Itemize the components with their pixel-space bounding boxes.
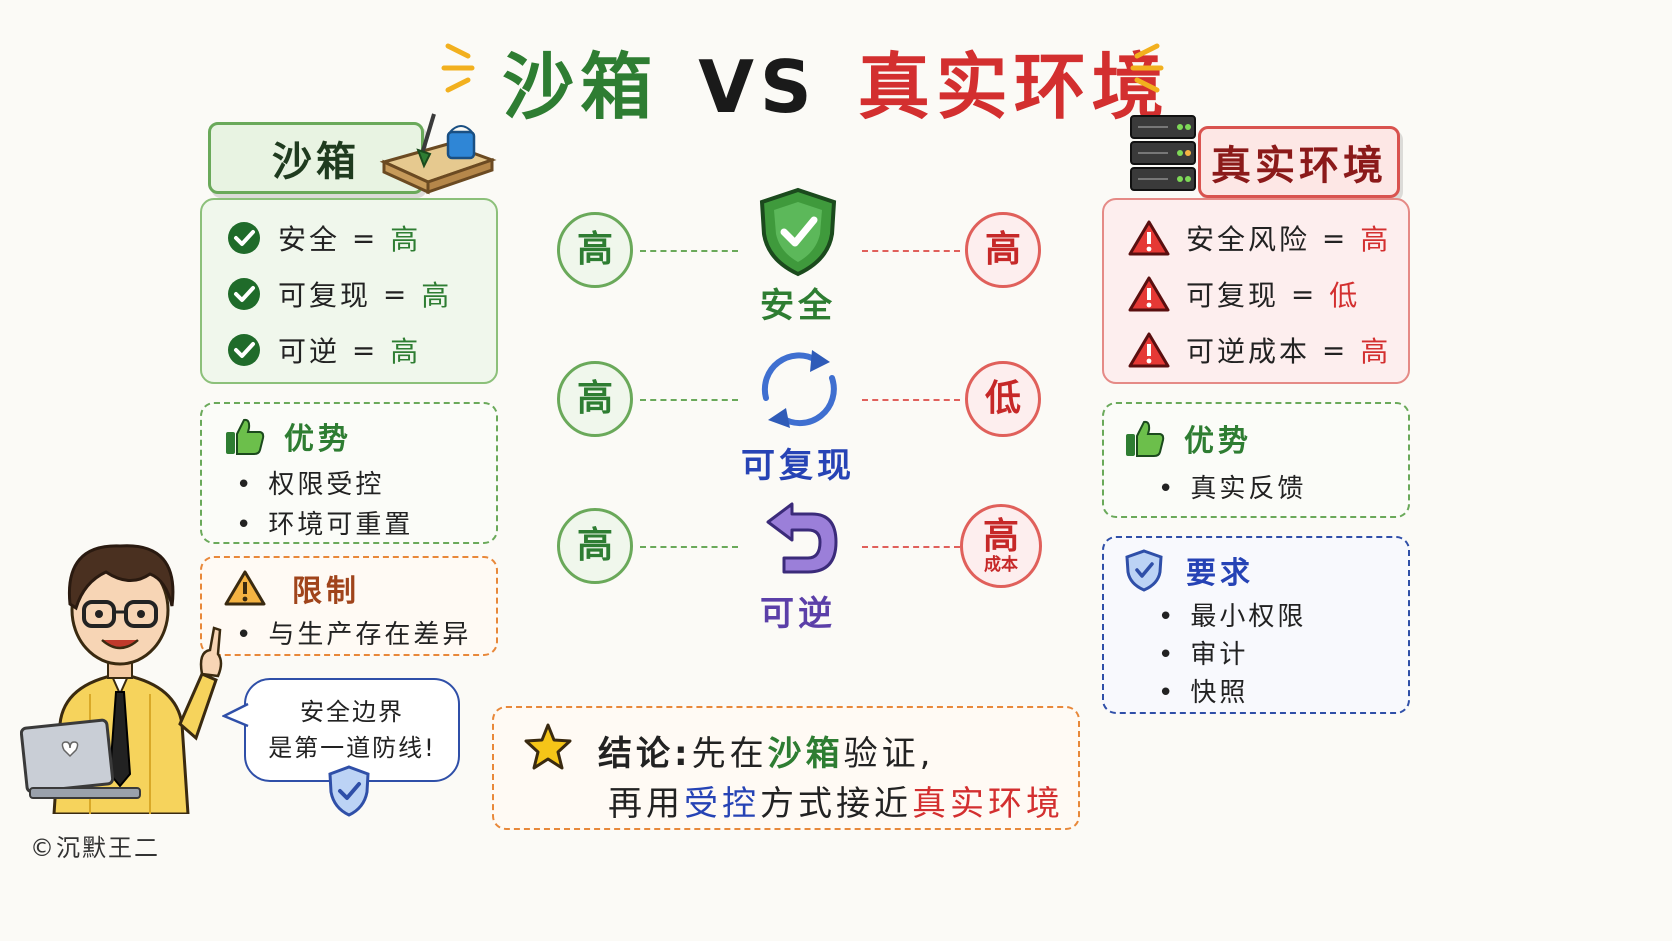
sandbox-reversible-circle: 高 <box>557 508 633 584</box>
connector-line <box>640 250 738 252</box>
check-icon <box>228 222 260 254</box>
sandbox-advantages-title: 优势 <box>224 414 352 458</box>
danger-icon <box>1128 220 1170 256</box>
bubble-tail <box>222 702 249 728</box>
connector-line <box>862 399 960 401</box>
label-safety: 安全 <box>760 286 836 326</box>
sandbox-toy-icon <box>379 113 497 195</box>
real-reversible-circle: 高成本 <box>960 504 1042 588</box>
conclusion-line-1: 结论:先在沙箱验证, <box>598 734 935 774</box>
list-item: 审计 <box>1158 634 1248 671</box>
sandbox-metric-reversible: 可逆 = 高 <box>226 330 421 370</box>
danger-icon <box>1128 276 1170 312</box>
label-reversible: 可逆 <box>760 594 836 634</box>
label-reproducible: 可复现 <box>741 446 855 486</box>
conclusion-line-2: 再用受控方式接近真实环境 <box>608 784 1064 824</box>
connector-line <box>862 250 960 252</box>
credit-text: ©沉默王二 <box>30 834 160 862</box>
real-header-label: 真实环境 <box>1211 143 1387 189</box>
connector-line <box>640 399 738 401</box>
list-item: 权限受控 <box>236 464 384 501</box>
title-sandbox: 沙箱 <box>502 45 659 129</box>
shield-check-icon <box>328 765 370 817</box>
sandbox-header: 沙箱 <box>208 122 424 194</box>
check-icon <box>228 334 260 366</box>
real-requirements-title: 要求 <box>1124 548 1254 592</box>
title-real: 真实环境 <box>857 45 1170 129</box>
sandbox-limits-title: 限制 <box>224 566 360 610</box>
thumbs-up-icon <box>226 418 265 455</box>
refresh-icon <box>761 350 837 428</box>
warning-icon <box>224 570 266 606</box>
server-icon <box>1130 115 1196 191</box>
real-reproducible-circle: 低 <box>965 361 1041 437</box>
sandbox-safety-circle: 高 <box>557 212 633 288</box>
sandbox-metric-reproducible: 可复现 = 高 <box>226 274 452 314</box>
list-item: 最小权限 <box>1158 596 1306 633</box>
list-item: 快照 <box>1158 672 1248 709</box>
thumbs-up-icon <box>1126 420 1165 457</box>
speech-bubble: 安全边界 是第一道防线! <box>244 678 460 782</box>
check-icon <box>228 278 260 310</box>
spark-left-icon <box>441 43 475 93</box>
real-header: 真实环境 <box>1198 126 1400 198</box>
danger-icon <box>1128 332 1170 368</box>
conclusion-panel <box>492 706 1080 830</box>
real-metric-reversible-cost: 可逆成本 = 高 <box>1128 330 1391 370</box>
title-vs: VS <box>698 45 818 129</box>
list-item: 与生产存在差异 <box>236 614 471 651</box>
connector-line <box>862 546 960 548</box>
shield-check-icon <box>759 187 837 277</box>
sandbox-metric-safety: 安全 = 高 <box>226 218 421 258</box>
real-advantages-title: 优势 <box>1124 416 1252 460</box>
presenter-character <box>20 544 223 814</box>
real-metric-reproducible: 可复现 = 低 <box>1128 274 1360 314</box>
sandbox-reproducible-circle: 高 <box>557 361 633 437</box>
connector-line <box>640 546 738 548</box>
list-item: 真实反馈 <box>1158 468 1306 505</box>
list-item: 环境可重置 <box>236 504 413 541</box>
sandbox-header-label: 沙箱 <box>272 139 360 185</box>
shield-icon <box>1125 549 1163 592</box>
undo-icon <box>766 502 838 574</box>
spark-right-icon <box>1130 43 1164 93</box>
real-safety-circle: 高 <box>965 212 1041 288</box>
page-title: 沙箱 VS 真实环境 <box>0 28 1672 133</box>
star-icon <box>524 723 572 770</box>
real-metric-risk: 安全风险 = 高 <box>1128 218 1391 258</box>
